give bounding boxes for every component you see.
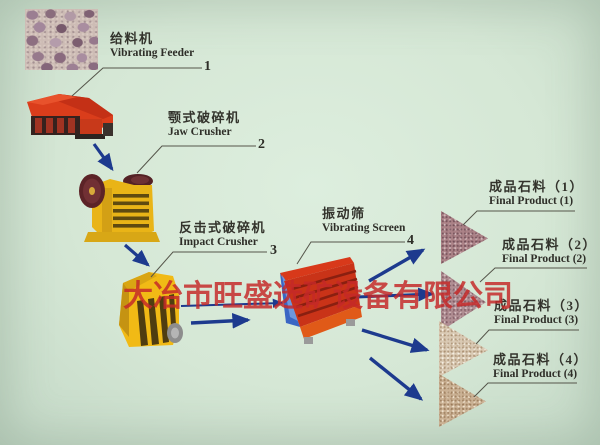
label-product-4: 成品石料（4） Final Product (4) bbox=[493, 352, 588, 382]
jaw-crusher-image bbox=[76, 169, 162, 244]
label-impact-crusher-number: 3 bbox=[270, 243, 277, 258]
arrow-impact-to-screen-lower bbox=[190, 313, 251, 329]
label-product-2: 成品石料（2） Final Product (2) bbox=[502, 237, 597, 267]
leader-product-4 bbox=[473, 382, 577, 398]
label-product-3-zh: 成品石料（3） bbox=[494, 298, 590, 313]
product-pile-1 bbox=[441, 211, 488, 264]
label-product-2-zh: 成品石料（2） bbox=[502, 237, 598, 252]
label-impact-crusher-zh: 反击式破碎机 bbox=[179, 220, 267, 235]
arrow-screen-to-product-1 bbox=[368, 248, 426, 283]
label-jaw-crusher: 颚式破碎机 Jaw Crusher bbox=[168, 110, 241, 140]
label-product-3-en: Final Product (3) bbox=[494, 314, 579, 327]
leader-product-1 bbox=[462, 210, 575, 226]
vibrating-feeder-image bbox=[25, 93, 115, 143]
product-pile-3 bbox=[439, 321, 488, 377]
label-vibrating-screen: 振动筛 Vibrating Screen bbox=[322, 206, 405, 236]
label-product-1-en: Final Product (1) bbox=[489, 195, 574, 208]
label-impact-crusher: 反击式破碎机 Impact Crusher bbox=[179, 220, 266, 250]
arrow-jaw-to-impact bbox=[123, 243, 150, 267]
label-product-4-zh: 成品石料（4） bbox=[493, 352, 589, 367]
arrow-screen-to-product-4 bbox=[368, 356, 424, 401]
watermark-text: 大冶市旺盛选矿设备有限公司 bbox=[123, 280, 513, 313]
label-jaw-crusher-en: Jaw Crusher bbox=[168, 126, 232, 139]
label-impact-crusher-en: Impact Crusher bbox=[179, 236, 258, 249]
label-feeder: 给料机 Vibrating Feeder bbox=[110, 31, 194, 61]
label-product-4-en: Final Product (4) bbox=[493, 368, 578, 381]
label-feeder-en: Vibrating Feeder bbox=[110, 47, 195, 60]
arrow-screen-to-product-3 bbox=[361, 328, 430, 353]
label-feeder-number: 1 bbox=[204, 59, 211, 74]
vibrating-screen-image bbox=[272, 255, 364, 345]
label-vibrating-screen-number: 4 bbox=[407, 233, 414, 248]
label-vibrating-screen-zh: 振动筛 bbox=[322, 206, 366, 221]
label-feeder-zh: 给料机 bbox=[110, 31, 154, 46]
leader-feeder bbox=[71, 67, 202, 97]
label-product-1: 成品石料（1） Final Product (1) bbox=[489, 179, 584, 209]
leader-product-3 bbox=[475, 329, 579, 345]
product-pile-4 bbox=[439, 374, 486, 427]
arrow-feeder-to-jaw bbox=[92, 143, 114, 172]
label-product-3: 成品石料（3） Final Product (3) bbox=[494, 298, 589, 328]
impact-crusher-image bbox=[115, 267, 187, 353]
label-product-2-en: Final Product (2) bbox=[502, 253, 587, 266]
label-product-1-zh: 成品石料（1） bbox=[489, 179, 585, 194]
label-jaw-crusher-number: 2 bbox=[258, 137, 265, 152]
label-vibrating-screen-en: Vibrating Screen bbox=[322, 222, 406, 235]
label-jaw-crusher-zh: 颚式破碎机 bbox=[168, 110, 241, 125]
raw-material-photo bbox=[25, 9, 98, 70]
